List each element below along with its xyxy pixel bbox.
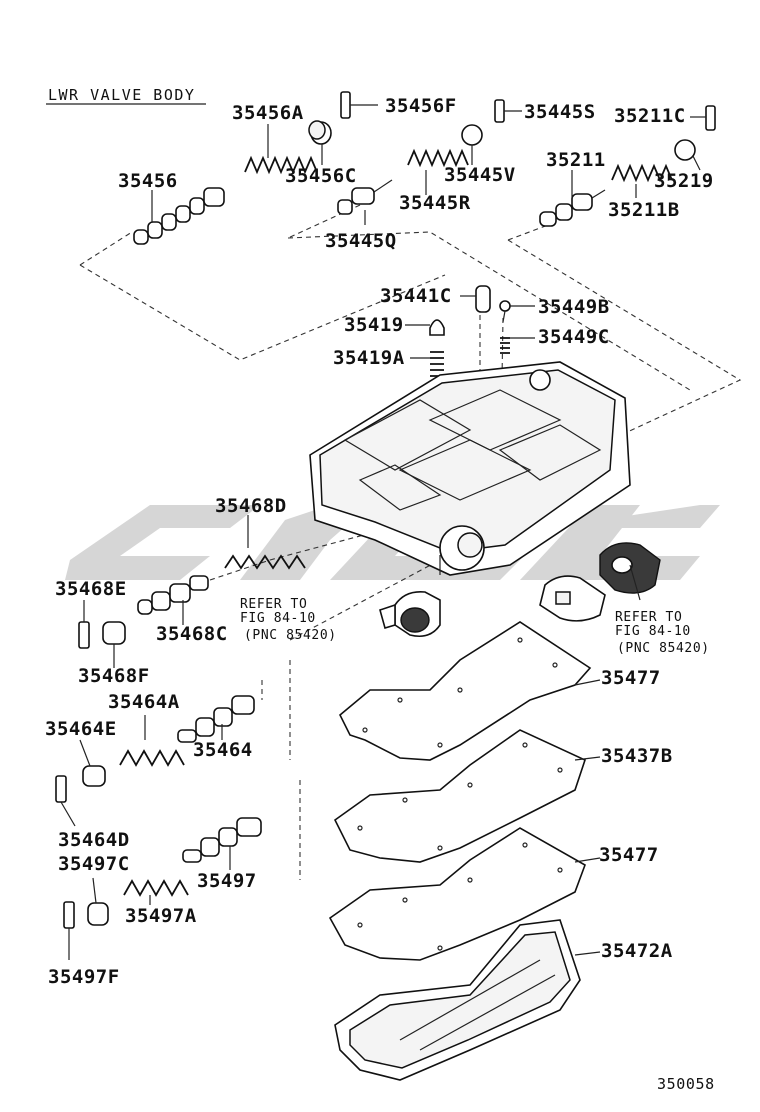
label-35464E: 35464E [45,718,117,740]
part-35441C-sleeve [460,285,491,313]
part-35211-valve [539,170,606,227]
reference-leader-right [629,564,641,601]
part-35468E-pin [78,600,90,649]
part-35468C-valve [137,575,209,625]
label-35477-lower: 35477 [599,844,659,866]
label-35497A: 35497A [125,905,197,927]
label-35211B: 35211B [608,199,680,221]
label-35472A: 35472A [601,940,673,962]
label-35468C: 35468C [156,623,228,645]
svg-text:FIG 84-10: FIG 84-10 [615,624,691,639]
part-35449B-ball [499,300,535,323]
part-35445V-plug [461,124,483,165]
part-35468D-spring [224,515,306,570]
part-35456F-pin [340,91,378,119]
label-35456C: 35456C [285,165,357,187]
label-35419: 35419 [344,314,404,336]
label-35449C: 35449C [538,326,610,348]
part-35445Q-valve [337,179,393,225]
part-labels: 35456A 35456F 35445S 35211C 35456 35456C… [45,95,714,988]
label-35445V: 35445V [444,164,516,186]
label-35449B: 35449B [538,296,610,318]
label-35464D: 35464D [58,829,130,851]
part-35419A-spring [410,351,444,377]
solenoid-right [599,542,661,594]
gasket-35477-lower [328,827,601,961]
part-35497F-pin [63,901,75,960]
part-35497A-spring [123,879,189,905]
label-35477-upper: 35477 [601,667,661,689]
solenoid-small [379,590,441,638]
part-35456A-spring [244,124,318,175]
label-35441C: 35441C [380,285,452,307]
label-35211C: 35211C [614,105,686,127]
cover-35472A [334,919,601,1081]
label-35445Q: 35445Q [325,230,397,252]
part-35445S-pin [494,99,522,123]
part-35497-valve [182,817,262,870]
label-35456: 35456 [118,170,178,192]
part-35456-valve [133,187,225,245]
svg-text:FIG 84-10: FIG 84-10 [240,611,316,626]
label-35445R: 35445R [399,192,471,214]
diagram-title: LWR VALVE BODY [48,86,195,104]
label-35219: 35219 [654,170,714,192]
gasket-35477-upper [339,621,601,761]
part-35464D-pin [55,775,76,827]
label-35497F: 35497F [48,966,120,988]
lower-valve-body [309,361,631,576]
label-35464A: 35464A [108,691,180,713]
part-35497C-plug [87,877,109,926]
svg-text:REFER TO: REFER TO [240,597,307,612]
svg-text:(PNC 85420): (PNC 85420) [244,628,337,643]
part-35464E-plug [79,739,106,787]
svg-text:(PNC 85420): (PNC 85420) [617,641,710,656]
label-35445S: 35445S [524,101,596,123]
label-35497: 35497 [197,870,257,892]
reference-note-left: REFER TO FIG 84-10 (PNC 85420) [240,597,337,643]
part-35468F-plug [102,621,126,668]
part-35211C-pin [690,105,716,131]
label-35468D: 35468D [215,495,287,517]
part-35456C-plug [308,120,332,165]
reference-note-right: REFER TO FIG 84-10 (PNC 85420) [615,610,710,656]
label-35468E: 35468E [55,578,127,600]
label-35497C: 35497C [58,853,130,875]
part-35445R-spring [407,148,469,195]
svg-text:REFER TO: REFER TO [615,610,682,625]
part-35464A-spring [119,715,185,767]
part-35219-plug [674,139,701,171]
label-35464: 35464 [193,739,253,761]
label-35211: 35211 [546,149,606,171]
label-35437B: 35437B [601,745,673,767]
part-35449C-spring [500,337,535,354]
part-35211B-spring [611,163,673,198]
illustration-number: 350058 [657,1075,715,1093]
solenoid-middle [539,575,606,622]
label-35419A: 35419A [333,347,405,369]
separator-plate-35437B [333,729,601,863]
label-35468F: 35468F [78,665,150,687]
label-35456A: 35456A [232,102,304,124]
part-35464-valve [177,695,255,743]
part-35419-valve [405,319,445,336]
label-35456F: 35456F [385,95,457,117]
